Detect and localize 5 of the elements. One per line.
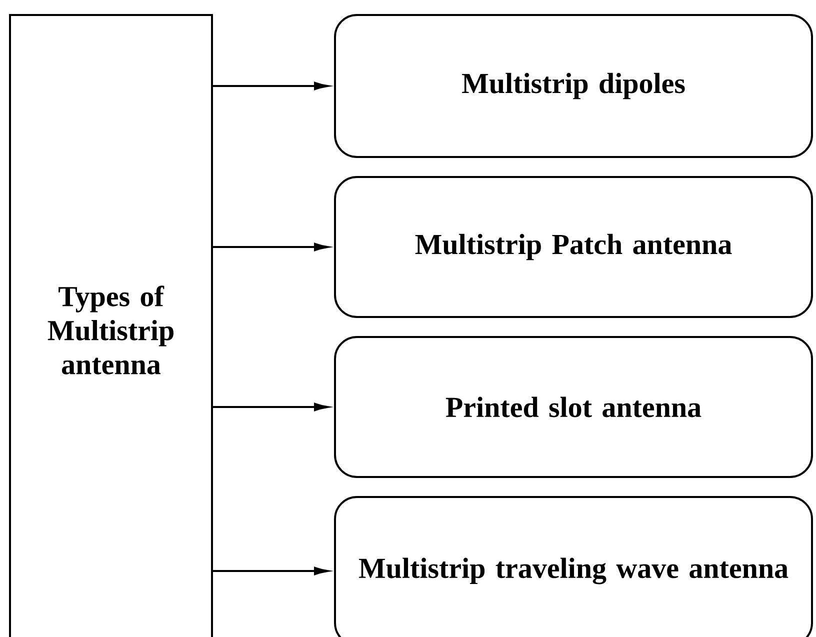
type-box: Multistrip dipoles — [334, 14, 813, 158]
type-box: Multistrip Patch antenna — [334, 176, 813, 318]
type-box: Printed slot antenna — [334, 336, 813, 478]
category-box: Types of Multistrip antenna — [9, 14, 213, 637]
type-box: Multistrip traveling wave antenna — [334, 496, 813, 637]
